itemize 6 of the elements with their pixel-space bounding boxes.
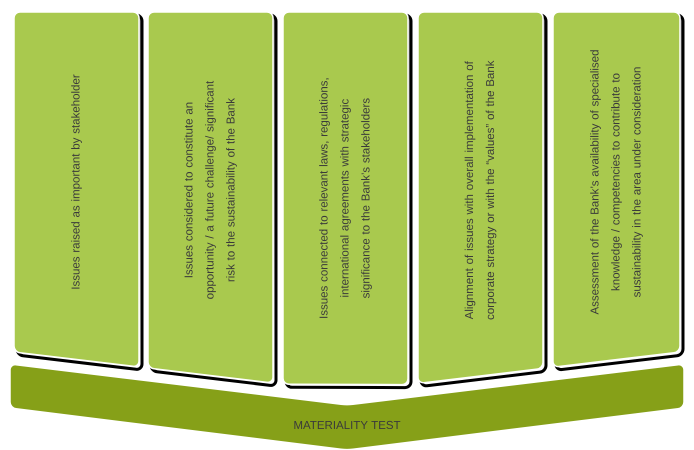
criteria-card: Assessment of the Bank’s availability of specialised knowledge / competencies to contribute to sustainability in the area under consideration (552, 11, 681, 368)
criteria-card: Alignment of issues with overall implementation of corporate strategy or with the “values” of the Bank (417, 11, 544, 384)
criteria-card: Issues raised as important by stakeholder (13, 11, 140, 368)
criteria-card: Issues considered to constitute an opportunity / a future challenge/ significant risk to the sustainability of the Bank (147, 11, 274, 384)
chevron-band: MATERIALITY TEST (9, 364, 685, 450)
criteria-card: Issues connected to relevant laws, regulations, international agreements with strategic significance to the Bank’s stakeholders (282, 11, 409, 386)
